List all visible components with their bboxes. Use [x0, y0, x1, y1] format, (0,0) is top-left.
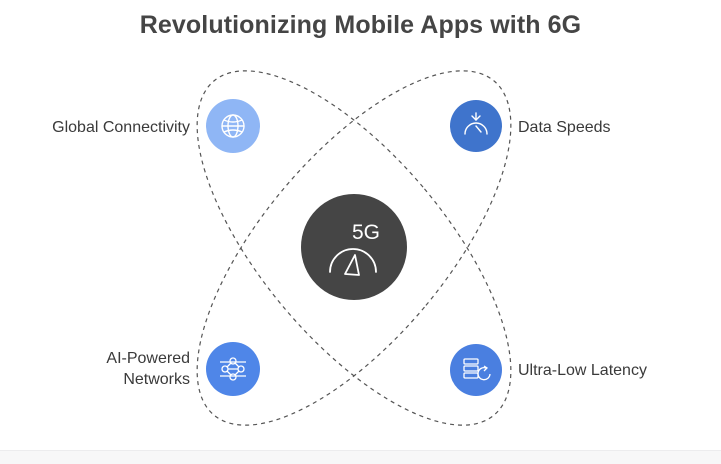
- center-node: 5G: [301, 194, 407, 300]
- diagram-title: Revolutionizing Mobile Apps with 6G: [139, 11, 582, 39]
- orbit-ellipse-2: [196, 70, 512, 426]
- server-refresh-icon: [463, 358, 491, 381]
- node-global-connectivity: [206, 99, 260, 153]
- label-ai-powered-networks: AI-Powered Networks: [106, 348, 190, 390]
- speedometer-icon: [329, 248, 377, 276]
- label-global-connectivity: Global Connectivity: [52, 119, 190, 136]
- speedometer-icon: [464, 112, 488, 135]
- center-label: 5G: [352, 221, 380, 244]
- label-ai-powered-line1: AI-Powered: [106, 350, 190, 367]
- node-ultra-low-latency: [450, 344, 502, 396]
- network-icon: [220, 357, 246, 381]
- footer-bar: [0, 450, 721, 464]
- label-data-speeds: Data Speeds: [518, 119, 611, 136]
- node-ai-powered-networks: [206, 342, 260, 396]
- globe-icon: [221, 114, 245, 138]
- label-ultra-low-latency: Ultra-Low Latency: [518, 362, 647, 379]
- node-data-speeds: [450, 100, 502, 152]
- label-ai-powered-line2: Networks: [123, 371, 190, 388]
